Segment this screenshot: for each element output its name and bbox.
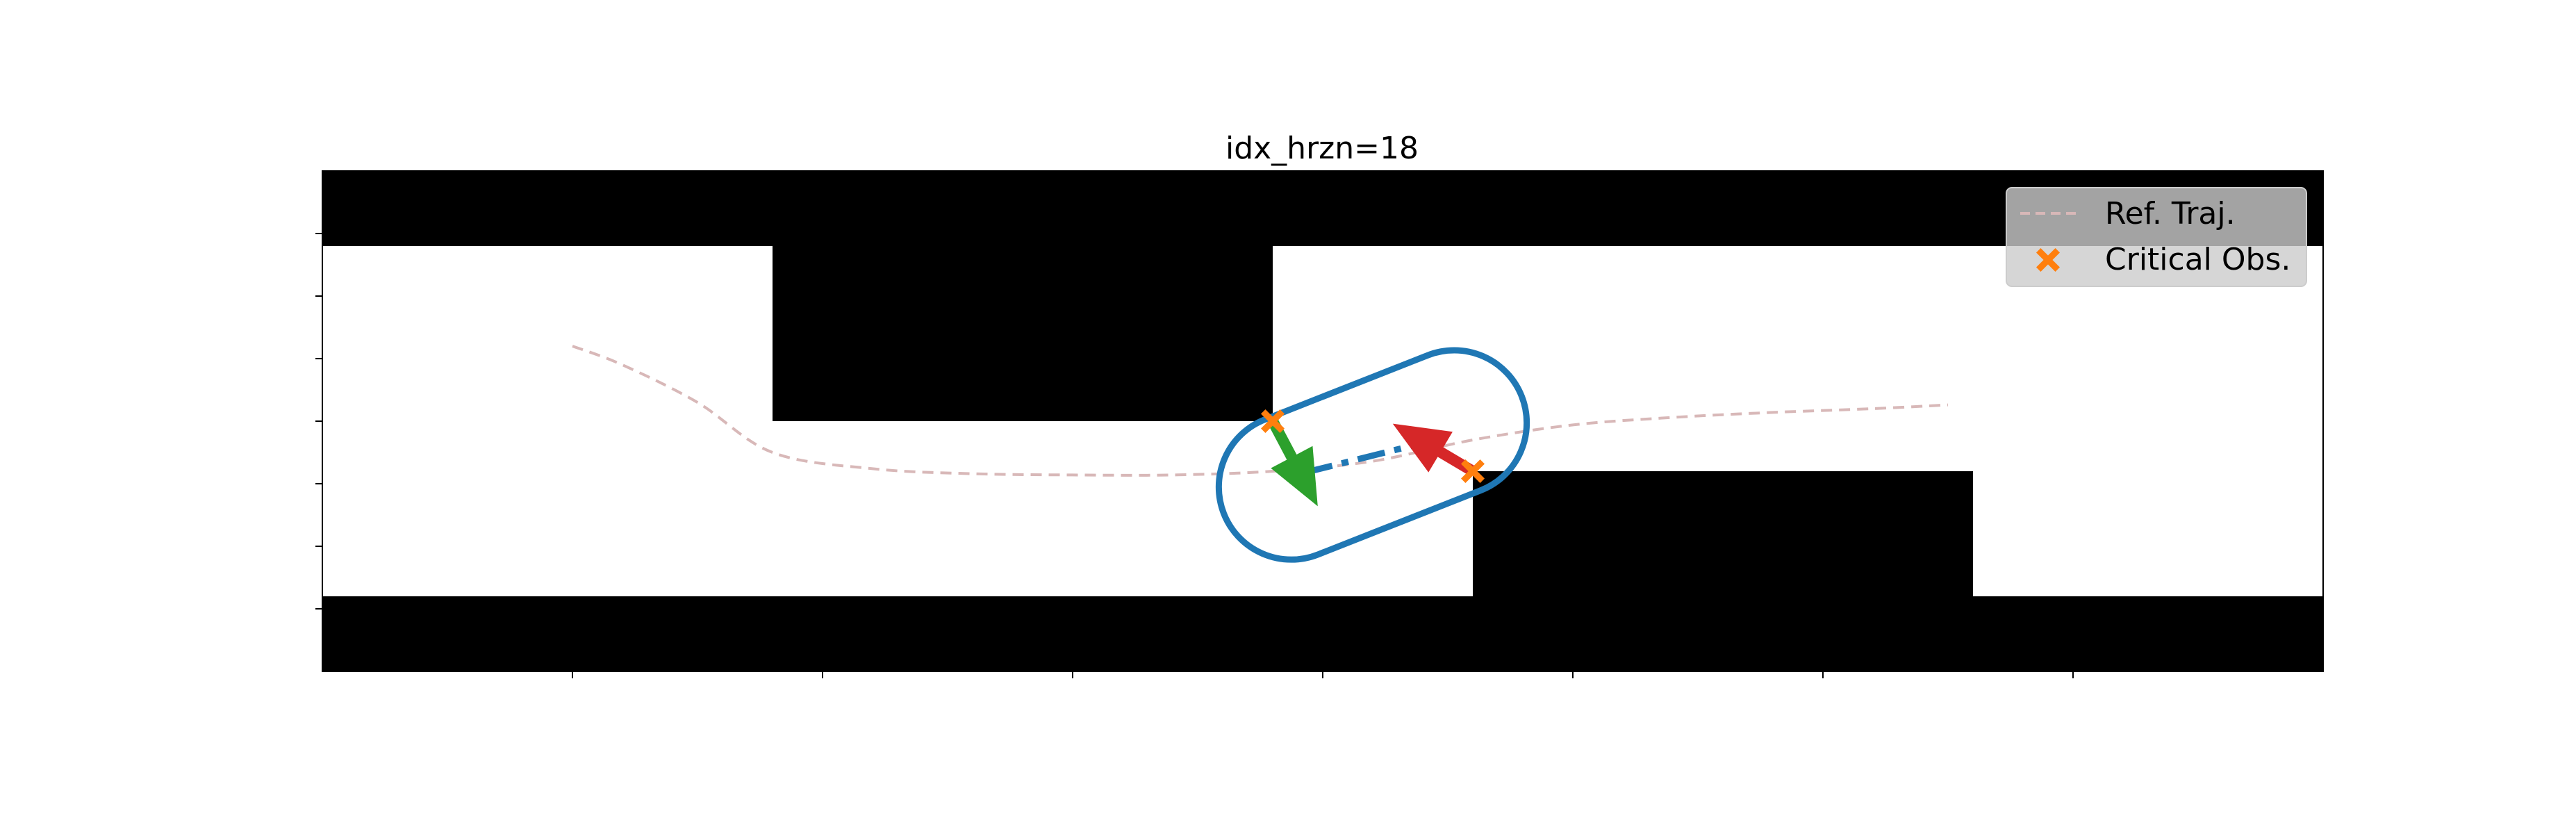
tick-layer: [315, 233, 2074, 678]
legend: Ref. Traj. Critical Obs.: [2006, 187, 2307, 287]
obstacle-layer: [322, 171, 2323, 671]
legend-critical-obs-swatch: [2036, 248, 2060, 272]
obstacle-top-wall: [322, 171, 2323, 246]
axes-background: [322, 171, 2323, 671]
legend-box: [2006, 187, 2307, 287]
legend-critical-obs-label: Critical Obs.: [2105, 242, 2290, 277]
vehicle-layer: [1215, 347, 1530, 563]
legend-critical-obs-marker: [2036, 248, 2060, 272]
critical-obs-marker: [1261, 409, 1285, 433]
legend-ref-traj-label: Ref. Traj.: [2105, 196, 2236, 231]
obstacle-upper-block: [773, 246, 1273, 421]
vehicle-capsule: [1215, 347, 1530, 563]
ref-traj-line: [572, 345, 1949, 477]
vehicle-axis: [1304, 438, 1431, 476]
red-arrow: [1392, 423, 1476, 476]
ref-traj-layer: [572, 345, 1949, 477]
green-arrow: [1267, 418, 1318, 507]
critical-obs-layer: [1261, 409, 1485, 483]
critical-obs-marker: [1461, 459, 1485, 483]
chart-title: idx_hrzn=18: [1225, 131, 1419, 166]
arrow-layer: [1267, 418, 1476, 507]
obstacle-lower-block: [1473, 471, 1973, 596]
obstacle-bottom-wall: [322, 596, 2323, 671]
axes-area: [322, 171, 2323, 671]
